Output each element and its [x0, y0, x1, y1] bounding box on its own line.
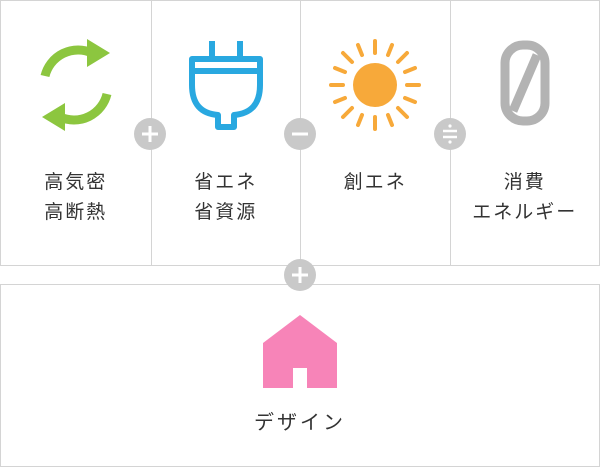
cell-label: 省エネ 省資源	[152, 167, 301, 227]
label-line: 消費	[503, 171, 546, 193]
label-line: 高気密	[44, 171, 108, 193]
cell-consumption: 消費 エネルギー	[449, 1, 600, 265]
label-line: 省資源	[194, 201, 258, 223]
cell-label: 消費 エネルギー	[451, 167, 600, 227]
minus-icon	[284, 118, 316, 150]
label-line: 創エネ	[343, 171, 407, 193]
label-line: 省エネ	[194, 171, 258, 193]
design-label: デザイン	[254, 410, 346, 434]
cell-energy-creation: 創エネ	[300, 1, 450, 265]
power-plug-icon	[188, 41, 263, 130]
label-line: エネルギー	[472, 201, 578, 223]
approx-equal-icon	[434, 118, 466, 150]
house-icon	[263, 315, 337, 388]
cell-label: 高気密 高断熱	[1, 167, 151, 227]
equation-row: 高気密 高断熱 省エネ 省資源	[0, 0, 600, 266]
label-line: 高断熱	[44, 201, 108, 223]
sun-icon	[329, 39, 422, 131]
cell-energy-saving: 省エネ 省資源	[150, 1, 301, 265]
plus-icon	[284, 259, 316, 291]
recycle-arrows-icon	[40, 39, 112, 131]
cell-insulation: 高気密 高断熱	[1, 1, 151, 265]
zero-icon	[500, 40, 550, 126]
plus-icon	[134, 118, 166, 150]
cell-label: 創エネ	[301, 167, 450, 197]
